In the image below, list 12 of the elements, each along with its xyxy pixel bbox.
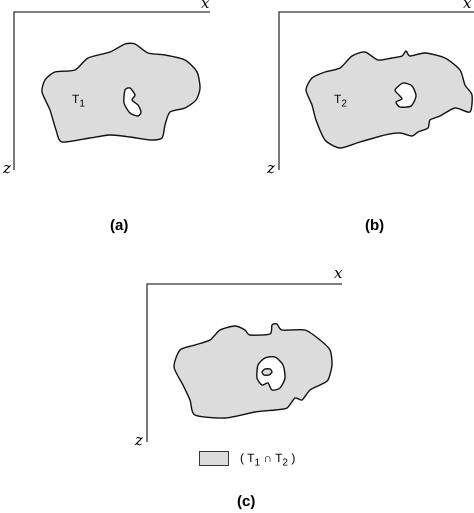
- axis-label: z: [267, 160, 275, 176]
- axis-label: x: [463, 0, 472, 11]
- axis-label: x: [201, 0, 210, 11]
- panel-caption: (a): [110, 217, 128, 235]
- axis-label: z: [3, 160, 11, 176]
- axis-label: z: [135, 432, 143, 448]
- region-label: T$_{2}$: [334, 92, 347, 112]
- panel-caption: (c): [237, 493, 256, 511]
- region-label: T$_{1}$: [72, 92, 85, 112]
- axis-label: x: [334, 265, 342, 281]
- panel-caption: (b): [365, 217, 384, 235]
- legend-label: ( T$_{1}$ ∩ T$_{2}$ ): [240, 451, 296, 470]
